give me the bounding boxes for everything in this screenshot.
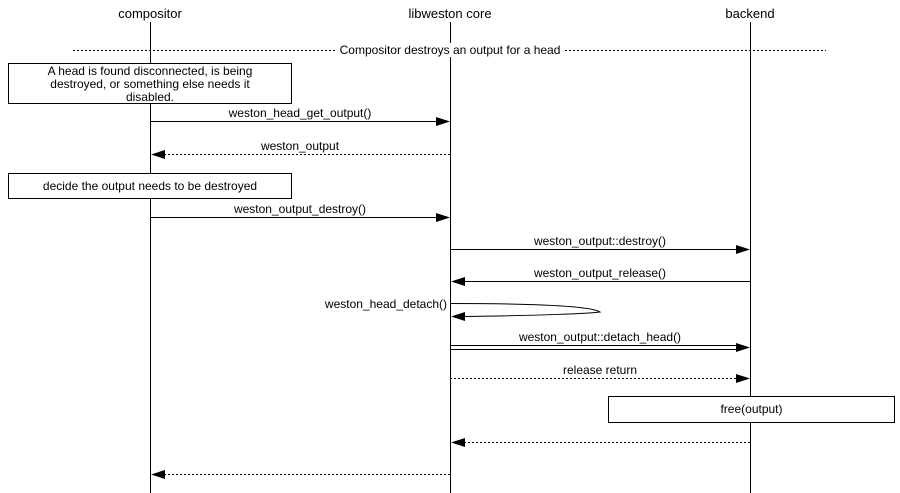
message-label-weston-head-get-output: weston_head_get_output() [228, 106, 372, 120]
arrowhead-left-icon [451, 312, 465, 321]
message-label-weston-head-detach: weston_head_detach() [324, 297, 447, 311]
arrowhead-left-icon [151, 150, 165, 159]
arrowhead-left-icon [151, 470, 165, 479]
divider-label: Compositor destroys an output for a head [335, 43, 565, 57]
arrowhead-right-icon [736, 245, 750, 254]
note-line: disabled. [125, 90, 175, 104]
arrowhead-left-icon [451, 438, 465, 447]
message-label-release-return: release return [562, 363, 638, 377]
message-label-weston-output-release: weston_output_release() [533, 266, 667, 280]
message-label-weston-output-destroy: weston_output_destroy() [233, 202, 367, 216]
arrowhead-right-icon [736, 374, 750, 383]
arrowhead-right-icon [436, 213, 450, 222]
arrowhead-right-icon [736, 343, 750, 352]
message-label-weston-output-member-destroy: weston_output::destroy() [533, 234, 667, 248]
participant-backend: backend [725, 6, 775, 21]
participant-libweston-core: libweston core [408, 6, 492, 21]
note-line: destroyed, or something else needs it [50, 77, 250, 91]
arrowhead-right-icon [436, 117, 450, 126]
participant-compositor: compositor [118, 6, 182, 21]
note-free-output: free(output) [608, 396, 895, 423]
arrow-weston-head-detach-selfloop [449, 303, 602, 317]
message-label-weston-output: weston_output [260, 139, 340, 153]
message-label-weston-output-detach-head: weston_output::detach_head() [518, 330, 682, 344]
note-decide-destroy: decide the output needs to be destroyed [8, 173, 292, 199]
note-head-disconnected: A head is found disconnected, is being d… [8, 63, 292, 104]
arrowhead-left-icon [451, 277, 465, 286]
note-line: A head is found disconnected, is being [47, 64, 253, 78]
